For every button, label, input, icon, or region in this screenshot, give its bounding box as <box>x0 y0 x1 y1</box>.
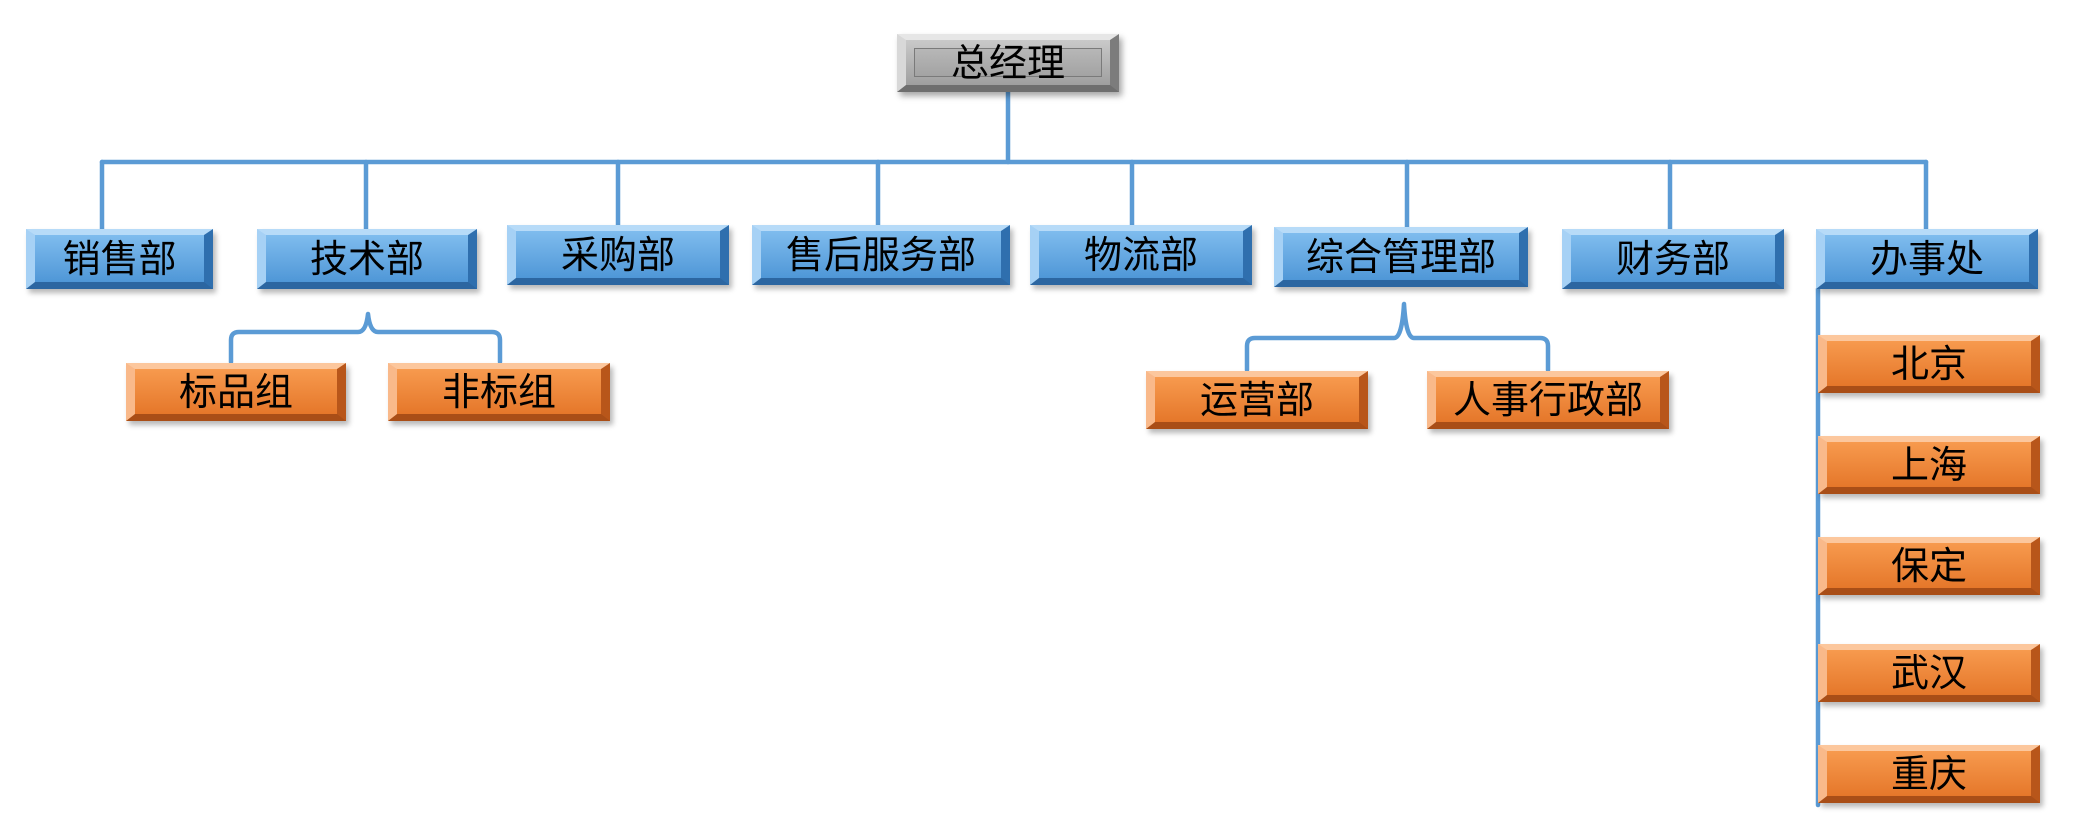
office-beijing-node: 北京 <box>1818 335 2040 393</box>
dept-after-sales-node: 售后服务部 <box>752 225 1010 285</box>
tech-nonstandard-group-node: 非标组 <box>388 363 610 421</box>
dept-sales-label: 销售部 <box>62 236 177 281</box>
tech-standard-group-label: 标品组 <box>178 369 293 414</box>
office-shanghai-label: 上海 <box>1890 442 1967 487</box>
general-manager-inner-frame <box>914 48 1102 77</box>
dept-general-admin-label: 综合管理部 <box>1305 234 1496 279</box>
office-baoding-node: 保定 <box>1818 537 2040 595</box>
office-baoding-label: 保定 <box>1890 543 1967 588</box>
office-wuhan-node: 武汉 <box>1818 644 2040 702</box>
dept-office-node: 办事处 <box>1816 229 2038 289</box>
admin-hr-node: 人事行政部 <box>1427 371 1669 429</box>
dept-finance-label: 财务部 <box>1615 236 1730 281</box>
dept-logistics-label: 物流部 <box>1083 232 1198 277</box>
brace-tech <box>228 311 503 365</box>
dept-general-admin-node: 综合管理部 <box>1274 227 1528 287</box>
dept-office-label: 办事处 <box>1869 236 1984 281</box>
tech-nonstandard-group-label: 非标组 <box>441 369 556 414</box>
dept-finance-node: 财务部 <box>1562 229 1784 289</box>
dept-after-sales-label: 售后服务部 <box>785 232 976 277</box>
office-shanghai-node: 上海 <box>1818 436 2040 494</box>
dept-logistics-node: 物流部 <box>1030 225 1252 285</box>
office-chongqing-node: 重庆 <box>1818 745 2040 803</box>
dept-purchasing-label: 采购部 <box>560 232 675 277</box>
office-chongqing-label: 重庆 <box>1890 751 1967 796</box>
dept-tech-label: 技术部 <box>309 236 424 281</box>
dept-sales-node: 销售部 <box>26 229 213 289</box>
brace-general-admin <box>1244 301 1551 373</box>
general-manager-node: 总经理 <box>897 34 1119 92</box>
admin-hr-label: 人事行政部 <box>1452 377 1643 422</box>
dept-purchasing-node: 采购部 <box>507 225 729 285</box>
tech-standard-group-node: 标品组 <box>126 363 346 421</box>
general-manager-label: 总经理 <box>950 40 1065 85</box>
office-wuhan-label: 武汉 <box>1890 650 1967 695</box>
office-beijing-label: 北京 <box>1890 341 1967 386</box>
admin-operations-node: 运营部 <box>1146 371 1368 429</box>
admin-operations-label: 运营部 <box>1199 377 1314 422</box>
dept-tech-node: 技术部 <box>257 229 477 289</box>
